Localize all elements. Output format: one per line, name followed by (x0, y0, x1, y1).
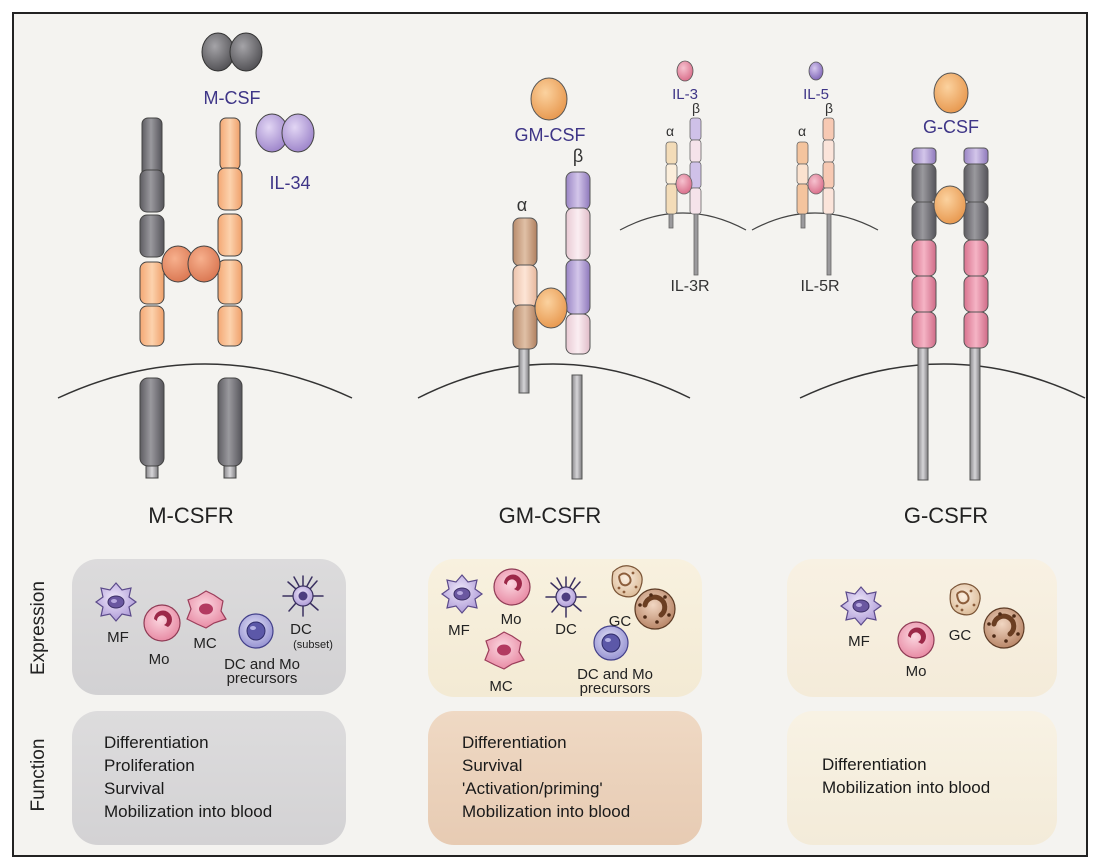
gmcsfr-function-panel (428, 711, 702, 845)
il3-label: IL-3 (672, 86, 698, 103)
mf-label: MF (848, 633, 870, 650)
mcsfr-function-list: Differentiation Proliferation Survival M… (104, 731, 272, 823)
gcsfr-function-list: Differentiation Mobilization into blood (822, 753, 990, 799)
gcsf-label: G-CSF (923, 117, 979, 137)
dendritic-cell-icon (545, 576, 587, 618)
precursors-label-line1: DC and Mo (577, 666, 653, 683)
il3r-receptor (665, 117, 702, 276)
precursors-label-line2: precursors (580, 680, 651, 697)
gmcsf-label: GM-CSF (515, 125, 586, 145)
il5r-beta-label: β (825, 100, 833, 116)
cell-membrane-il5r (751, 212, 879, 231)
dc-label: DC (290, 621, 312, 638)
il5r-label: IL-5R (800, 278, 839, 295)
il3r-beta-label: β (692, 100, 700, 116)
function-item: Differentiation (822, 755, 927, 774)
function-row-label: Function (28, 739, 49, 812)
gmcsfr-label: GM-CSFR (499, 503, 602, 528)
gcsf-ligand (933, 72, 969, 114)
mo-label: Mo (149, 651, 170, 668)
macrophage-icon (441, 574, 483, 614)
mf-label: MF (107, 629, 129, 646)
il34-ligand (255, 113, 315, 153)
dc-label: DC (555, 621, 577, 638)
mc-label: MC (193, 635, 216, 652)
macrophage-icon (840, 586, 882, 626)
function-item: 'Activation/priming' (462, 779, 603, 798)
gcsfr-receptor (911, 147, 989, 481)
mo-label: Mo (906, 663, 927, 680)
dendritic-cell-icon (282, 575, 324, 617)
gmcsfr-receptor (512, 171, 591, 480)
precursor-cell-icon (238, 613, 274, 649)
cell-membrane-gcsfr (799, 363, 1086, 399)
il3r-alpha-label: α (666, 123, 674, 139)
expression-row-label: Expression (28, 581, 49, 675)
function-item: Mobilization into blood (462, 802, 631, 821)
mast-cell-icon (484, 631, 525, 670)
mast-cell-icon (186, 590, 227, 629)
gmcsfr-function-list: Differentiation Survival 'Activation/pri… (462, 731, 630, 823)
monocyte-icon (143, 604, 181, 642)
monocyte-icon (897, 621, 935, 659)
function-item: Survival (462, 756, 523, 775)
precursor-cell-icon (593, 625, 629, 661)
granulocyte-icon (984, 608, 1024, 648)
mo-label: Mo (501, 611, 522, 628)
granulocyte-icon (611, 564, 644, 598)
function-item: Differentiation (104, 733, 209, 752)
function-item: Mobilization into blood (822, 778, 991, 797)
macrophage-icon (95, 582, 137, 622)
function-item: Differentiation (462, 733, 567, 752)
mcsfr-label: M-CSFR (148, 503, 234, 528)
il5-ligand (808, 61, 824, 81)
gcsfr-label: G-CSFR (904, 503, 988, 528)
cell-membrane-gmcsfr (417, 363, 691, 399)
mcsf-ligand (201, 32, 263, 72)
mcsfr-function-panel (72, 711, 346, 845)
gmcsfr-beta-label: β (573, 146, 583, 166)
il5-label: IL-5 (803, 86, 829, 103)
il5r-receptor (796, 117, 835, 276)
granulocyte-icon (635, 589, 675, 629)
il3r-label: IL-3R (670, 278, 709, 295)
mf-label: MF (448, 622, 470, 639)
il3-ligand (676, 60, 694, 82)
mcsfr-expression-panel (72, 559, 346, 695)
granulocyte-icon (949, 582, 982, 616)
function-item: Proliferation (104, 756, 195, 775)
gc-label: GC (949, 627, 972, 644)
cell-membrane-il3r (619, 212, 747, 231)
mcsfr-receptor (139, 117, 243, 479)
monocyte-icon (493, 568, 531, 606)
precursors-label-line1: DC and Mo (224, 656, 300, 673)
precursors-label-line2: precursors (227, 670, 298, 687)
gcsfr-function-panel (787, 711, 1057, 845)
cell-membrane-mcsfr (57, 363, 353, 399)
dc-subset-label: (subset) (293, 639, 333, 651)
mcsf-label: M-CSF (204, 88, 261, 108)
gmcsfr-alpha-label: α (517, 195, 527, 215)
function-item: Survival (104, 779, 165, 798)
il34-label: IL-34 (269, 173, 310, 193)
gc-label: GC (609, 613, 632, 630)
function-item: Mobilization into blood (104, 802, 273, 821)
gmcsf-ligand (530, 77, 568, 121)
il5r-alpha-label: α (798, 123, 806, 139)
mc-label: MC (489, 678, 512, 695)
